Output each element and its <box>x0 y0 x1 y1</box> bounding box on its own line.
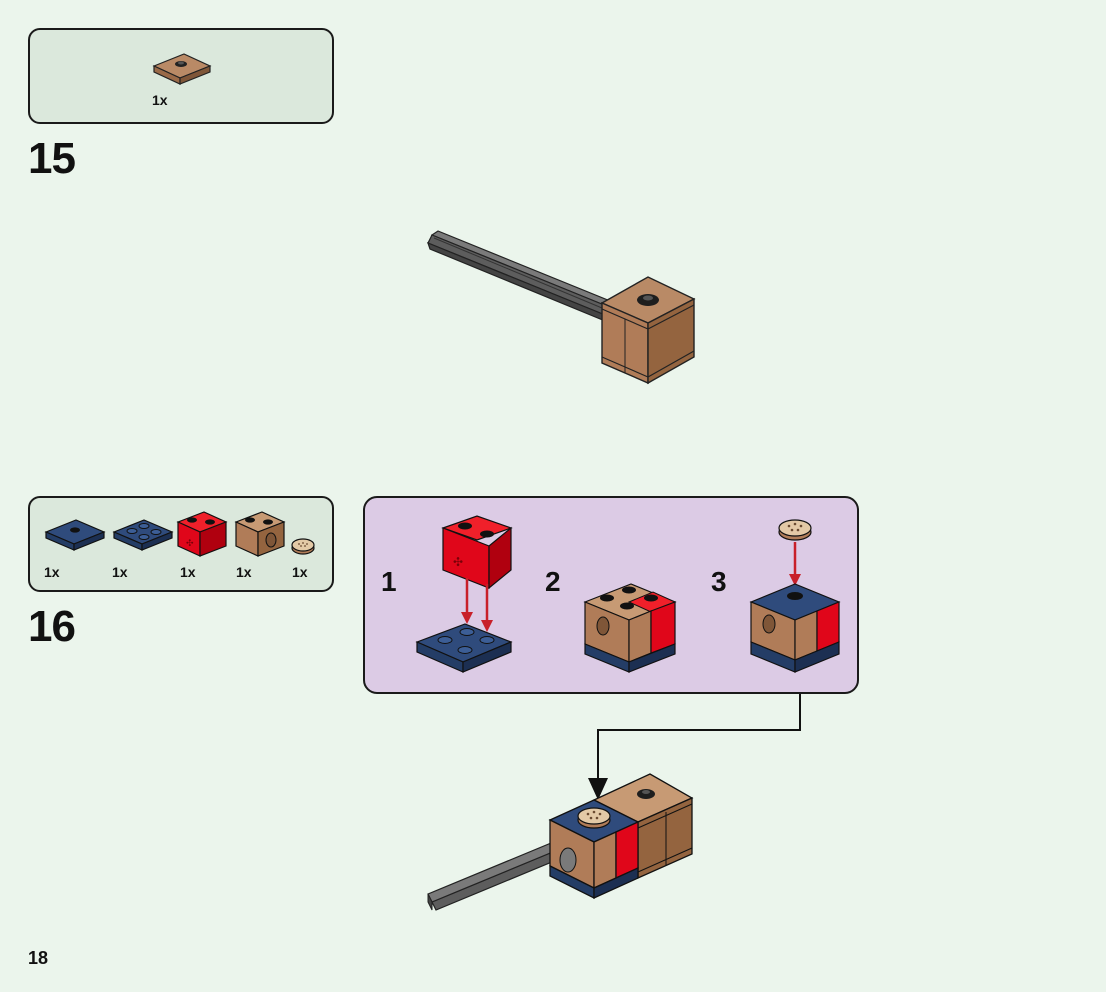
substep-number-3: 3 <box>711 566 727 597</box>
part-qty: 1x <box>112 564 128 580</box>
substep-1-illustration: ✣ <box>415 515 513 673</box>
grey-bar-icon <box>427 230 622 324</box>
red-brick-1x2-icon: ✣ <box>176 511 228 557</box>
part-qty: 1x <box>180 564 196 580</box>
step-16-assembly-illustration <box>427 773 694 911</box>
step-number-16: 16 <box>28 602 76 651</box>
parts-callout-step-16: 1x 1x ✣ 1x 1x 1x <box>28 496 334 592</box>
part-qty: 1x <box>292 564 308 580</box>
dark-blue-plate-2x2-icon <box>44 519 106 551</box>
substep-number-1: 1 <box>381 566 397 597</box>
part-qty: 1x <box>44 564 60 580</box>
tan-round-tile-icon <box>291 538 315 555</box>
sub-assembly-callout: 1 2 3 ✣ <box>363 496 859 694</box>
parts-callout-step-15: 1x <box>28 28 334 124</box>
svg-text:✣: ✣ <box>453 555 463 569</box>
substep-number-2: 2 <box>545 566 561 597</box>
tan-plate-2x2-jumper-icon <box>152 53 212 85</box>
part-qty: 1x <box>236 564 252 580</box>
tan-brick-icon <box>600 276 696 385</box>
page-number: 18 <box>28 948 49 968</box>
callout-connector-arrow <box>588 694 801 800</box>
dark-blue-plate-2x2-modified-icon <box>112 519 174 551</box>
substep-3-illustration <box>749 519 841 673</box>
part-qty: 1x <box>152 92 168 108</box>
step-number-15: 15 <box>28 134 76 183</box>
tan-brick-1x2-technic-icon <box>234 511 286 557</box>
svg-text:✣: ✣ <box>186 539 194 549</box>
substep-2-illustration <box>583 583 677 673</box>
grey-bar-icon <box>427 835 577 911</box>
step-15-assembly-illustration <box>427 230 696 385</box>
